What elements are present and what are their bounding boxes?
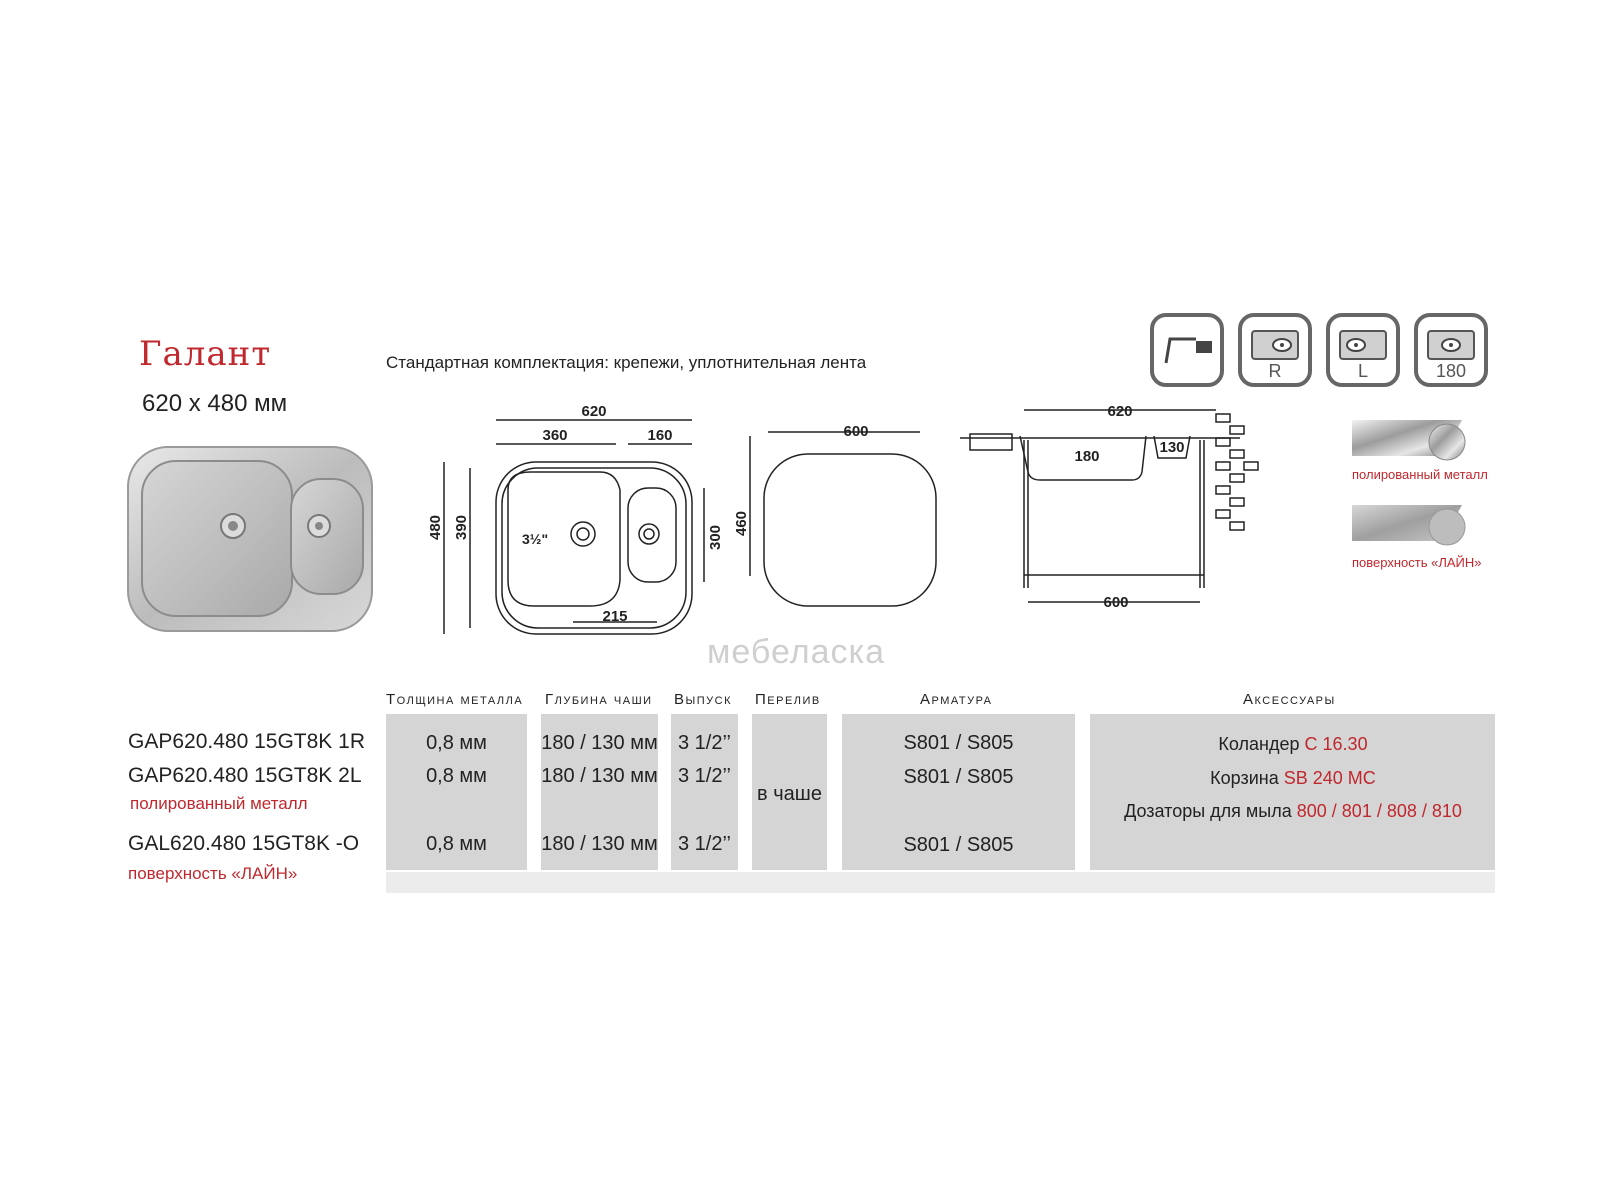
watermark: мебеласка (707, 633, 886, 671)
header-accessories: Аксессуары (1243, 691, 1336, 708)
icon-label: 180 (1435, 361, 1467, 381)
dim-cutout-600: 600 (843, 423, 868, 440)
col-bg-overflow (752, 714, 827, 870)
bowl-right-icon: R (1238, 313, 1312, 387)
model-name: GAP620.480 15GT8K 1R (128, 730, 365, 753)
cell-outlet: 3 1/2’’ (677, 833, 731, 855)
model-name: GAL620.480 15GT8K -O (128, 832, 360, 855)
standard-kit-text: Стандартная комплектация: крепежи, уплот… (386, 353, 867, 372)
top-view-drawing (443, 419, 705, 635)
header-overflow: Перелив (755, 691, 821, 708)
header-fittings: Арматура (920, 691, 993, 708)
dim-215: 215 (602, 608, 627, 625)
accessory-label: Корзина (1210, 768, 1279, 788)
bowl-180-icon: 180 (1414, 313, 1488, 387)
dim-620: 620 (581, 403, 606, 420)
header-depth: Глубина чаши (545, 691, 653, 708)
cell-thickness: 0,8 мм (426, 833, 487, 855)
col-bg-outlet (671, 714, 738, 870)
cell-thickness: 0,8 мм (426, 732, 487, 754)
cell-overflow: в чаше (757, 783, 822, 805)
model-subtitle: полированный металл (130, 794, 308, 813)
dim-cutout-460: 460 (733, 511, 750, 536)
mounting-icons: R L 180 (1150, 313, 1495, 393)
icon-label: L (1357, 361, 1368, 381)
col-bg-accessories (1090, 714, 1495, 870)
section-drawing (960, 409, 1259, 603)
cell-fittings: S801 / S805 (903, 766, 1014, 788)
col-bg-thickness (386, 714, 527, 870)
undermount-profile-icon (1150, 313, 1224, 387)
accessory-code: SB 240 MC (1283, 768, 1376, 788)
finish-label-line: поверхность «ЛАЙН» (1352, 555, 1482, 570)
dim-480: 480 (430, 515, 444, 540)
cell-depth: 180 / 130 мм (541, 765, 658, 787)
accessory-code: 800 / 801 / 808 / 810 (1296, 801, 1462, 821)
header-outlet: Выпуск (674, 691, 732, 708)
accessory-basket: Корзина SB 240 MC (1088, 768, 1498, 789)
technical-drawings: 620 360 160 480 390 300 3½" 215 600 460 … (430, 403, 1259, 635)
dim-160: 160 (647, 427, 672, 444)
cell-depth: 180 / 130 мм (541, 833, 658, 855)
cell-fittings: S801 / S805 (903, 732, 1014, 754)
model-subtitle: поверхность «ЛАЙН» (128, 864, 298, 883)
accessory-label: Дозаторы для мыла (1124, 801, 1292, 821)
dim-section-600: 600 (1103, 594, 1128, 611)
cell-outlet: 3 1/2’’ (677, 732, 731, 754)
polished-metal-swatch (1352, 420, 1466, 461)
line-surface-swatch (1352, 505, 1466, 546)
accessory-colander: Коландер С 16.30 (1088, 734, 1498, 755)
cell-depth: 180 / 130 мм (541, 732, 658, 754)
col-bg-fittings (842, 714, 1075, 870)
product-size: 620 х 480 мм (142, 390, 288, 417)
accessory-soap-dispensers: Дозаторы для мыла 800 / 801 / 808 / 810 (1088, 801, 1498, 822)
sink-photo (127, 446, 373, 632)
finish-label-polished: полированный металл (1352, 467, 1488, 482)
product-title: Галант (139, 334, 272, 374)
cell-outlet: 3 1/2’’ (677, 765, 731, 787)
dim-section-130: 130 (1159, 439, 1184, 456)
model-name: GAP620.480 15GT8K 2L (128, 764, 362, 787)
cutout-drawing (749, 431, 937, 607)
dim-drain: 3½" (522, 531, 548, 547)
accessory-label: Коландер (1218, 734, 1300, 754)
table-footer-band (386, 872, 1495, 893)
icon-label: R (1268, 361, 1282, 381)
dim-300: 300 (707, 525, 724, 550)
cell-fittings: S801 / S805 (903, 834, 1014, 856)
accessory-code: С 16.30 (1304, 734, 1368, 754)
dim-360: 360 (542, 427, 567, 444)
header-thickness: Толщина металла (386, 691, 524, 708)
dim-390: 390 (453, 515, 470, 540)
col-bg-depth (541, 714, 658, 870)
cell-thickness: 0,8 мм (426, 765, 487, 787)
bowl-left-icon: L (1326, 313, 1400, 387)
dim-section-180: 180 (1074, 448, 1099, 465)
dim-section-620: 620 (1107, 403, 1132, 420)
